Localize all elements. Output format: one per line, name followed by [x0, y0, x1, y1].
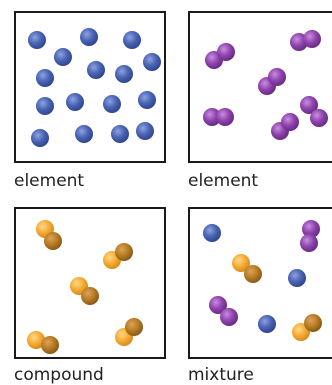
panel-element-molecules	[188, 11, 332, 163]
orange-atom	[232, 254, 250, 272]
orange-atom	[27, 331, 45, 349]
brown-atom	[44, 232, 62, 250]
brown-atom	[244, 265, 262, 283]
mixture-particles	[203, 220, 322, 341]
blue-atom	[66, 93, 84, 111]
purple-atom	[217, 43, 235, 61]
panel-mixture	[188, 207, 332, 359]
blue-atom	[143, 53, 161, 71]
blue-atom	[123, 31, 141, 49]
purple-atom	[209, 296, 227, 314]
purple-atom	[310, 109, 328, 127]
purple-atom	[300, 234, 318, 252]
purple-molecules	[203, 30, 328, 140]
purple-atom	[216, 108, 234, 126]
blue-atom	[80, 28, 98, 46]
purple-atom	[303, 30, 321, 48]
brown-atom	[81, 287, 99, 305]
brown-atom	[125, 318, 143, 336]
purple-atom	[281, 113, 299, 131]
compound-diagram	[27, 220, 143, 354]
brown-atom	[41, 336, 59, 354]
blue-atom	[115, 65, 133, 83]
molecules-diagram	[203, 30, 328, 140]
blue-atom	[31, 129, 49, 147]
purple-atom	[220, 308, 238, 326]
atoms-diagram	[28, 28, 161, 147]
blue-atom	[138, 91, 156, 109]
blue-atom	[111, 125, 129, 143]
blue-atom	[136, 122, 154, 140]
panel-caption: compound	[14, 365, 104, 385]
blue-atom	[87, 61, 105, 79]
compound-molecules	[27, 220, 143, 354]
mixture-diagram	[203, 220, 322, 341]
panel-caption: mixture	[188, 365, 254, 385]
blue-atom	[28, 31, 46, 49]
brown-atom	[115, 243, 133, 261]
brown-atom	[304, 314, 322, 332]
blue-atom	[36, 97, 54, 115]
panel-element-atoms	[14, 11, 166, 163]
purple-atom	[302, 220, 320, 238]
blue-atom	[36, 69, 54, 87]
purple-atom	[268, 68, 286, 86]
blue-atom	[203, 224, 221, 242]
blue-atoms	[28, 28, 161, 147]
blue-atom	[288, 269, 306, 287]
blue-atom	[103, 95, 121, 113]
panel-caption: element	[188, 171, 259, 191]
blue-atom	[54, 48, 72, 66]
blue-atom	[258, 315, 276, 333]
purple-atom	[300, 96, 318, 114]
panel-compound	[14, 207, 166, 359]
blue-atom	[75, 125, 93, 143]
purple-atom	[203, 108, 221, 126]
panel-caption: element	[14, 171, 85, 191]
